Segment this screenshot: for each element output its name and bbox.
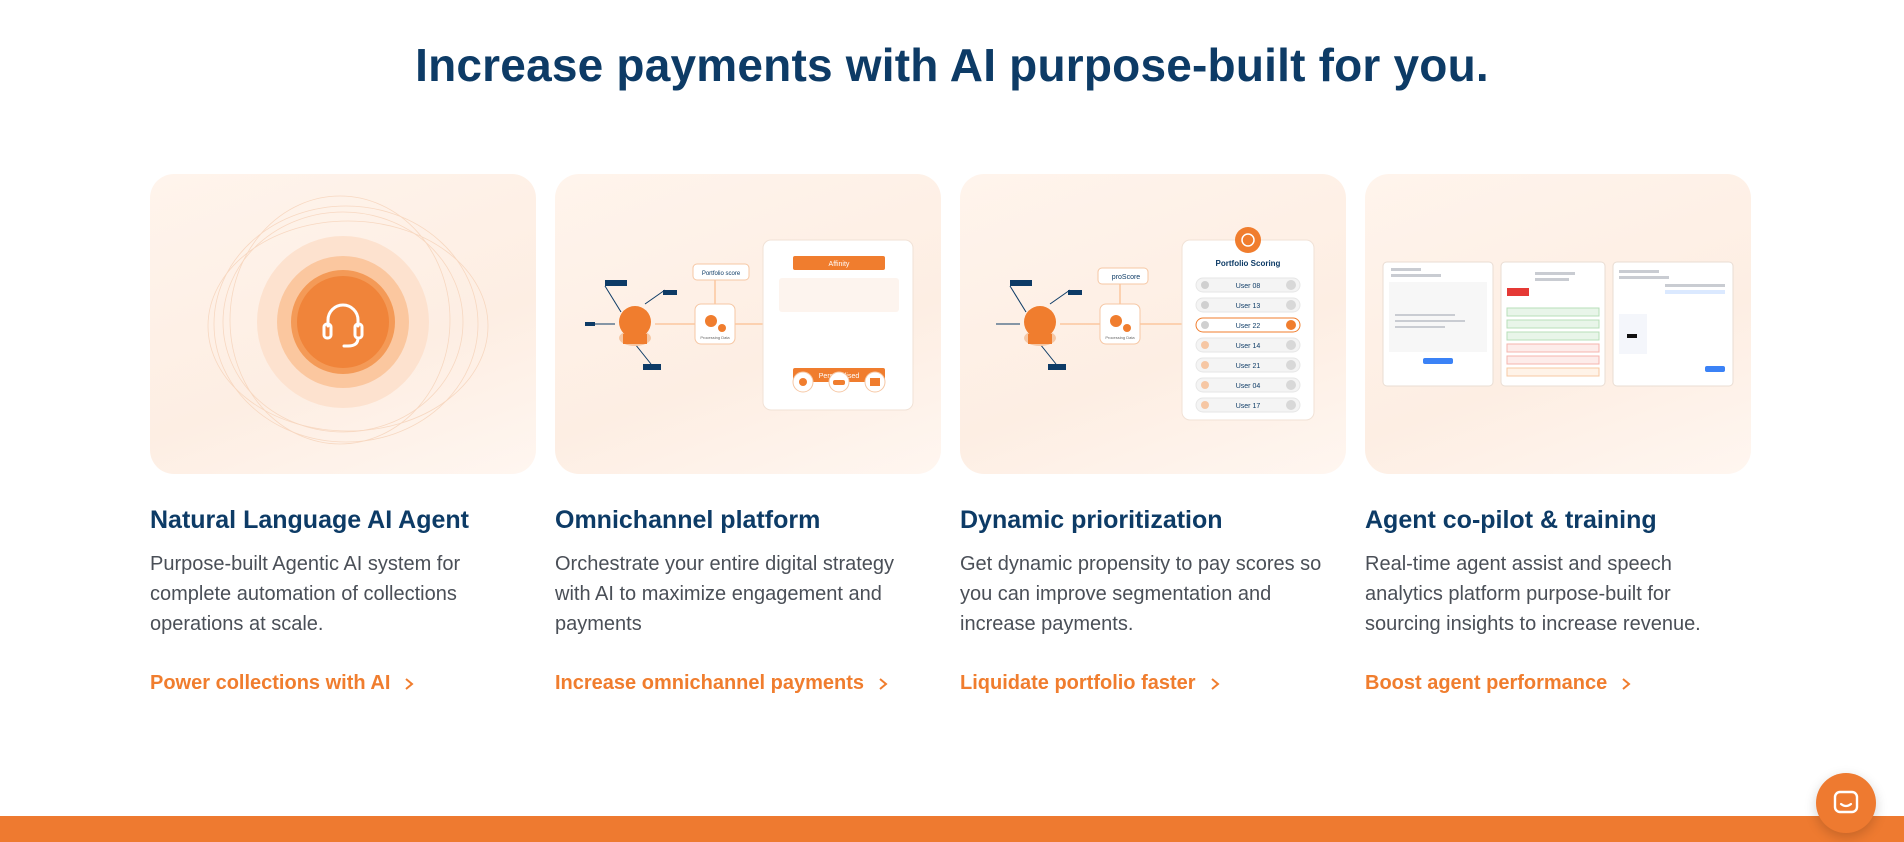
network-illustration <box>996 280 1082 370</box>
user-label: User 13 <box>1236 303 1261 310</box>
user-score-list: User 08 User 13 User 22 User 14 User 21 User … <box>1195 277 1301 413</box>
liquidate-portfolio-link[interactable]: Liquidate portfolio faster <box>960 672 1222 695</box>
propensity-icon <box>1241 233 1255 247</box>
user-score-row: User 08 <box>1195 277 1301 293</box>
user-score-row: User 17 <box>1195 397 1301 413</box>
headset-icon <box>322 303 364 348</box>
card-title: Omnichannel platform <box>555 506 821 534</box>
link-label: Power collections with AI <box>150 672 391 694</box>
power-collections-link[interactable]: Power collections with AI <box>150 672 416 695</box>
link-label: Boost agent performance <box>1365 672 1608 694</box>
user-label: User 08 <box>1236 283 1261 290</box>
user-label: User 21 <box>1236 363 1261 370</box>
user-label: User 22 <box>1236 323 1261 330</box>
chat-icon <box>1833 790 1859 814</box>
chevron-right-icon <box>405 677 414 690</box>
screen-middle <box>1500 261 1606 387</box>
user-label: User 17 <box>1236 403 1261 410</box>
card-title: Agent co-pilot & training <box>1365 506 1657 534</box>
feature-card-omnichannel: Processing Data Portfolio score Affinity… <box>555 174 941 694</box>
card-illustration-copilot <box>1365 174 1751 474</box>
user-score-row: User 13 <box>1195 297 1301 313</box>
feature-card-prioritization: Processing Data proScore Portfolio Scori… <box>960 174 1346 694</box>
svg-text:proScore: proScore <box>1112 274 1141 281</box>
gear-icon <box>1110 315 1131 332</box>
feature-cards: Natural Language AI Agent Purpose-built … <box>150 174 1752 714</box>
sms-icon <box>833 380 845 385</box>
card-description: Purpose-built Agentic AI system for comp… <box>150 553 461 635</box>
user-score-row: User 14 <box>1195 337 1301 353</box>
card-description: Orchestrate your entire digital strategy… <box>555 553 895 635</box>
link-label: Liquidate portfolio faster <box>960 672 1196 694</box>
screen-left <box>1382 261 1494 387</box>
user-score-row: User 22 <box>1195 317 1301 333</box>
chevron-right-icon <box>879 677 888 690</box>
svg-text:Portfolio Scoring: Portfolio Scoring <box>1216 259 1281 268</box>
card-description: Real-time agent assist and speech analyt… <box>1365 553 1701 635</box>
boost-agent-link[interactable]: Boost agent performance <box>1365 672 1633 695</box>
increase-omnichannel-link[interactable]: Increase omnichannel payments <box>555 672 890 695</box>
card-description: Get dynamic propensity to pay scores so … <box>960 553 1322 635</box>
chat-launcher-button[interactable] <box>1816 773 1876 833</box>
user-label: User 04 <box>1236 383 1261 390</box>
card-illustration-ai-agent <box>150 174 536 474</box>
chevron-right-icon <box>1622 677 1631 690</box>
card-illustration-prioritization: Processing Data proScore Portfolio Scori… <box>960 174 1346 474</box>
gear-icon <box>705 315 726 332</box>
feature-card-ai-agent: Natural Language AI Agent Purpose-built … <box>150 174 536 694</box>
chevron-right-icon <box>1210 677 1220 690</box>
footer-band <box>0 816 1904 842</box>
svg-text:Processing Data: Processing Data <box>1105 335 1135 340</box>
user-score-row: User 04 <box>1195 377 1301 393</box>
user-label: User 14 <box>1236 343 1261 350</box>
card-title: Dynamic prioritization <box>960 506 1223 534</box>
screen-right <box>1612 261 1734 387</box>
page-headline: Increase payments with AI purpose-built … <box>415 39 1489 91</box>
feature-card-copilot: Agent co-pilot & training Real-time agen… <box>1365 174 1751 694</box>
svg-text:Affinity: Affinity <box>829 261 850 268</box>
link-label: Increase omnichannel payments <box>555 672 865 694</box>
svg-text:Processing Data: Processing Data <box>700 335 730 340</box>
user-score-row: User 21 <box>1195 357 1301 373</box>
mail-icon <box>870 378 880 386</box>
network-illustration <box>585 280 677 370</box>
card-title: Natural Language AI Agent <box>150 506 470 534</box>
svg-text:Portfolio score: Portfolio score <box>702 271 741 277</box>
phone-icon <box>799 378 807 386</box>
card-illustration-omnichannel: Processing Data Portfolio score Affinity… <box>555 174 941 474</box>
